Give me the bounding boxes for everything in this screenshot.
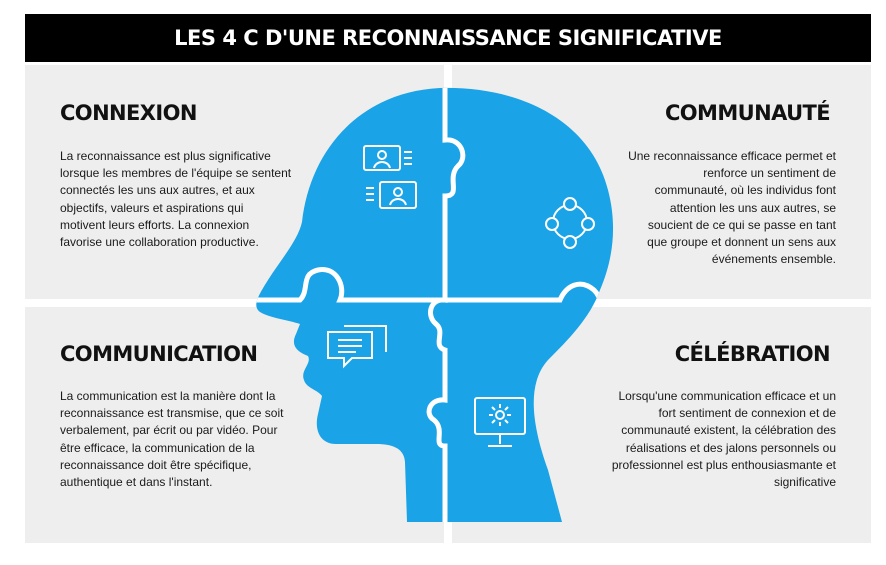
head-puzzle-group: [256, 87, 614, 523]
video-call-icon: [363, 145, 417, 209]
heading-communaute: COMMUNAUTÉ: [664, 101, 831, 125]
heading-connexion: CONNEXION: [60, 101, 197, 125]
text-connexion: La reconnaissance est plus significative…: [60, 149, 292, 250]
text-communaute: Une reconnaissance efficace permet et re…: [628, 149, 836, 267]
heading-communication: COMMUNICATION: [60, 342, 258, 366]
text-communication: La communication est la manière dont la …: [60, 389, 284, 490]
community-network-icon: [545, 197, 595, 249]
text-celebration: Lorsqu'une communication efficace et un …: [611, 389, 836, 490]
heading-celebration: CÉLÉBRATION: [674, 342, 831, 366]
page-title: LES 4 C D'UNE RECONNAISSANCE SIGNIFICATI…: [25, 14, 871, 62]
monitor-celebration-icon: [474, 397, 526, 447]
chat-bubbles-icon: [327, 325, 387, 369]
